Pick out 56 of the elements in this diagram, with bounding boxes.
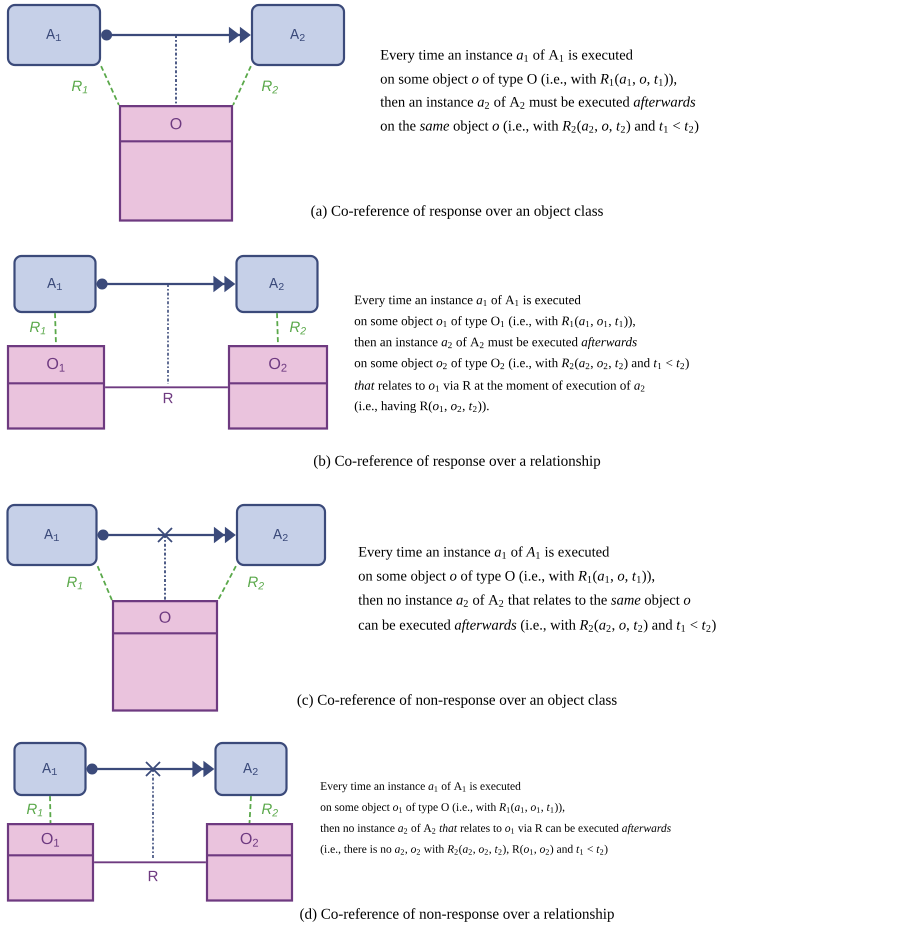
class-box: O$_{2}$ (206, 823, 294, 902)
description-text: then an instance a$_{2}$ of A$_{2}$ must be executed afterwards (354, 337, 637, 349)
description-text: on some object o of type O (i.e., with R$_{1}$(a$_{1}$, o, t$_{1}$)), (358, 570, 654, 584)
edge-label: R$_{2}$ (288, 320, 308, 336)
caption: (b) Co-reference of response over a relationship (314, 455, 600, 469)
description-text: on the same object o (i.e., with R$_{2}$(a$_{2}$, o, t$_{2}$) and t$_{1}$ < t$_{2}$) (380, 120, 698, 134)
description-text: can be executed afterwards (i.e., with R$_{2}$(a$_{2}$, o, t$_{2}$) and t$_{1}$ < t$_{2}$) (358, 619, 716, 633)
description-text: on some object o$_{1}$ of type O (i.e., with R$_{1}$(a$_{1}$, o$_{1}$, t$_{1}$)), (320, 802, 564, 814)
description-text: on some object o of type O (i.e., with R$_{1}$(a$_{1}$, o, t$_{1}$)), (380, 73, 676, 87)
edge-label: R$_{1}$ (65, 576, 85, 590)
description-text: (i.e., having R(o$_{1}$, o$_{2}$, t$_{2}$)). (354, 401, 489, 413)
caption: (a) Co-reference of response over an object class (311, 205, 603, 219)
edge-label: R$_{2}$ (246, 576, 266, 590)
connector-line (96, 566, 113, 600)
edge-label: R (146, 870, 160, 882)
connector-line (100, 66, 120, 106)
edge-label: R$_{2}$ (260, 80, 280, 94)
caption: (d) Co-reference of non-response over a relationship (300, 908, 614, 922)
activity-box: A$_{1}$ (6, 504, 98, 566)
class-box: O$_{1}$ (6, 823, 94, 902)
activity-box: A$_{1}$ (6, 4, 102, 66)
description-text: then no instance a$_{2}$ of A$_{2}$ that relates to the same object o (358, 594, 690, 608)
edge-label: R$_{1}$ (25, 802, 45, 818)
class-box: O (118, 105, 234, 222)
activity-box: A$_{2}$ (214, 742, 288, 796)
connector-line (94, 861, 206, 864)
edge-label: R$_{1}$ (70, 80, 90, 94)
class-box: O (112, 600, 218, 712)
activity-box: A$_{2}$ (236, 504, 326, 566)
description-text: on some object o$_{1}$ of type O$_{1}$ (i.e., with R$_{1}$(a$_{1}$, o$_{1}$, t$_{1}$)), (354, 316, 635, 328)
edge-label: R$_{2}$ (260, 802, 280, 818)
caption: (c) Co-reference of non-response over an object class (298, 694, 617, 708)
description-text: then an instance a$_{2}$ of A$_{2}$ must be executed afterwards (380, 96, 696, 110)
connector-line (164, 535, 166, 600)
edge-label: R$_{1}$ (28, 320, 48, 336)
description-text: on some object o$_{2}$ of type O$_{2}$ (i.e., with R$_{2}$(a$_{2}$, o$_{2}$, t$_{2}$) and t$_{1}$ < t$_{2}$) (354, 358, 689, 370)
activity-box: A$_{1}$ (13, 742, 87, 796)
description-text: Every time an instance a$_{1}$ of A$_{1}$ is executed (380, 49, 633, 63)
description-text: Every time an instance a$_{1}$ of A$_{1}$ is executed (354, 295, 581, 307)
description-text: that relates to o$_{1}$ via R at the moment of execution of a$_{2}$ (354, 380, 644, 392)
description-text: (i.e., there is no a$_{2}$, o$_{2}$ with R$_{2}$(a$_{2}$, o$_{2}$, t$_{2}$), R(o$_{1}$, o$_{2}$) and t$_{1}$ < t$_{2}$) (320, 844, 608, 856)
class-box: O$_{2}$ (228, 345, 328, 430)
class-box: O$_{1}$ (6, 345, 106, 430)
description-text: Every time an instance a$_{1}$ of A$_{1}$ is executed (320, 782, 521, 792)
activity-box: A$_{2}$ (235, 254, 319, 314)
activity-box: A$_{2}$ (250, 4, 346, 66)
connector-line (49, 796, 52, 824)
connector-line (105, 386, 228, 388)
activity-box: A$_{1}$ (13, 254, 97, 314)
description-text: then no instance a$_{2}$ of A$_{2}$ that relates to o$_{1}$ via R can be executed afterwards (320, 824, 671, 834)
description-text: Every time an instance a$_{1}$ of A$_{1}$ is executed (358, 546, 610, 560)
connector-line (232, 66, 252, 106)
connector-line (217, 566, 237, 600)
edge-label: R (162, 392, 174, 404)
connector-line (248, 796, 252, 824)
connector-line (175, 35, 177, 105)
